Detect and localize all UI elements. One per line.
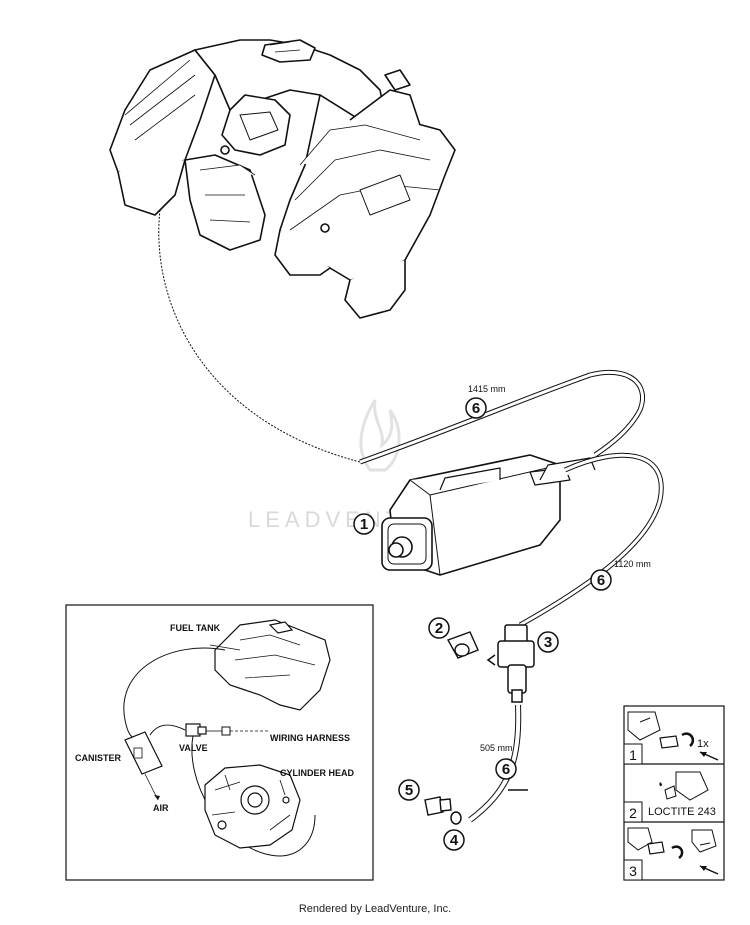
schematic-canister-drawing <box>124 731 163 775</box>
schematic-wiring-harness-label: WIRING HARNESS <box>270 733 350 743</box>
fuel-tank-drawing <box>109 39 456 319</box>
washer-drawing <box>450 811 462 825</box>
callout-6-hose-1415-number: 6 <box>472 400 480 417</box>
callout-6-hose-505-number: 6 <box>502 761 510 778</box>
schematic-fuel-tank-drawing <box>214 619 331 711</box>
legend-row-3: 3 <box>623 827 719 881</box>
legend-clamp-icon <box>681 732 695 747</box>
valve-drawing <box>486 624 535 703</box>
schematic-cylinder-head-drawing <box>204 764 301 849</box>
legend-row-3-fitting-icon <box>647 841 665 855</box>
legend-row-1-number: 1 <box>629 747 637 763</box>
hose-1415-length: 1415 mm <box>468 384 506 394</box>
callout-5-nipple-number: 5 <box>405 782 413 799</box>
nipple-drawing <box>424 796 452 816</box>
callout-1-canister-number: 1 <box>360 516 368 533</box>
legend-drop-icon <box>659 782 662 787</box>
legend-row-2-number: 2 <box>629 805 637 821</box>
legend-row-2-text: LOCTITE 243 <box>648 806 716 818</box>
schematic-air-label: AIR <box>153 803 169 813</box>
schematic-fuel-tank-label: FUEL TANK <box>170 623 221 633</box>
schematic-cylinder-head-label: CYLINDER HEAD <box>280 768 355 778</box>
callout-6-hose-505: 6 <box>495 758 517 780</box>
legend-row-3-clamp-icon <box>671 845 684 860</box>
hose-1415 <box>158 209 645 465</box>
legend-row-1: 1x 1 <box>623 711 719 765</box>
callout-2-clamp: 2 <box>428 617 450 639</box>
schematic-valve-label: VALVE <box>179 743 208 753</box>
callout-5-nipple: 5 <box>398 779 420 801</box>
hose-1120 <box>518 452 664 628</box>
callout-6-hose-1415: 6 <box>465 397 487 419</box>
legend-row-1-text: 1x <box>697 738 709 750</box>
footer-credit: Rendered by LeadVenture, Inc. <box>298 903 452 915</box>
callout-6-hose-1120-number: 6 <box>597 572 605 589</box>
clamp-drawing <box>446 631 479 659</box>
callout-6-hose-1120: 6 <box>590 569 612 591</box>
legend-row-3-number: 3 <box>629 863 637 879</box>
schematic-inset: FUEL TANK CANISTER AIR VALVE WIRING HARN… <box>65 604 374 881</box>
callout-4-washer-number: 4 <box>450 832 459 849</box>
callout-2-clamp-number: 2 <box>435 620 443 637</box>
schematic-connector-icon <box>221 726 231 736</box>
hose-505-length: 505 mm <box>480 743 513 753</box>
legend-loctite-bottle-icon <box>664 785 677 800</box>
hose-1120-length: 1120 mm <box>614 559 651 569</box>
callout-3-valve: 3 <box>537 631 559 653</box>
legend-fitting-icon <box>659 735 679 749</box>
schematic-canister-label: CANISTER <box>75 753 122 763</box>
watermark-flame-icon <box>359 399 401 472</box>
callout-3-valve-number: 3 <box>544 634 552 651</box>
callout-4-washer: 4 <box>443 829 465 851</box>
canister-drawing <box>381 454 596 576</box>
torque-legend: 1x 1 2 LOCTITE 243 3 <box>623 705 725 881</box>
legend-row-2: 2 LOCTITE 243 <box>623 771 716 823</box>
callout-1-canister: 1 <box>353 513 375 535</box>
